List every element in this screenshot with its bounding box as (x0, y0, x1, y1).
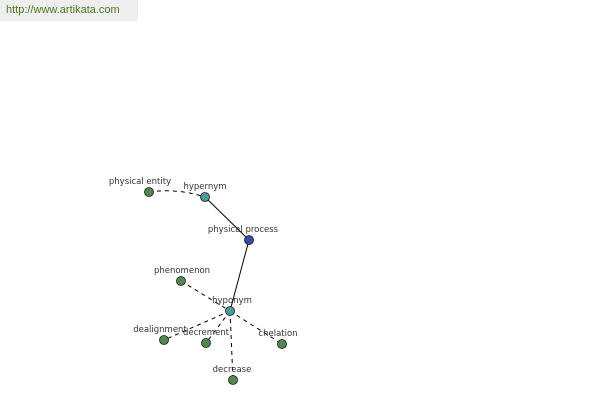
node-chelation[interactable] (277, 339, 287, 349)
edge-hyponym-to-chelation (229, 310, 283, 345)
node-label-decrement[interactable]: decrement (183, 328, 230, 338)
node-physical-process[interactable] (244, 235, 254, 245)
node-label-hyponym[interactable]: hyponym (212, 296, 252, 306)
node-label-physical-process[interactable]: physical process (208, 225, 279, 235)
node-label-chelation[interactable]: chelation (258, 329, 297, 339)
node-decrement[interactable] (201, 338, 211, 348)
url-banner: http://www.artikata.com (0, 0, 138, 21)
site-url[interactable]: http://www.artikata.com (6, 4, 120, 16)
node-hyponym[interactable] (225, 306, 235, 316)
edge-hypernym-to-physical-process (204, 196, 250, 241)
node-label-decrease[interactable]: decrease (213, 365, 252, 375)
node-label-phenomenon[interactable]: phenomenon (154, 266, 210, 276)
edge-hyponym-to-decrease (229, 310, 234, 381)
edge-physical-process-to-hyponym (229, 239, 250, 312)
node-dealignment[interactable] (159, 335, 169, 345)
node-phenomenon[interactable] (176, 276, 186, 286)
graph-labels: physical entity hypernym physical process p… (109, 177, 298, 375)
node-decrease[interactable] (228, 375, 238, 385)
node-physical-entity[interactable] (144, 187, 154, 197)
node-hypernym[interactable] (200, 192, 210, 202)
node-label-hypernym[interactable]: hypernym (183, 182, 226, 192)
node-label-physical-entity[interactable]: physical entity (109, 177, 171, 187)
graph-nodes (144, 187, 287, 385)
node-label-dealignment[interactable]: dealignment (133, 325, 187, 335)
graph-edges (148, 190, 283, 381)
edge-phenomenon-to-hyponym (180, 280, 231, 312)
edge-hyponym-to-decrement (205, 310, 231, 344)
